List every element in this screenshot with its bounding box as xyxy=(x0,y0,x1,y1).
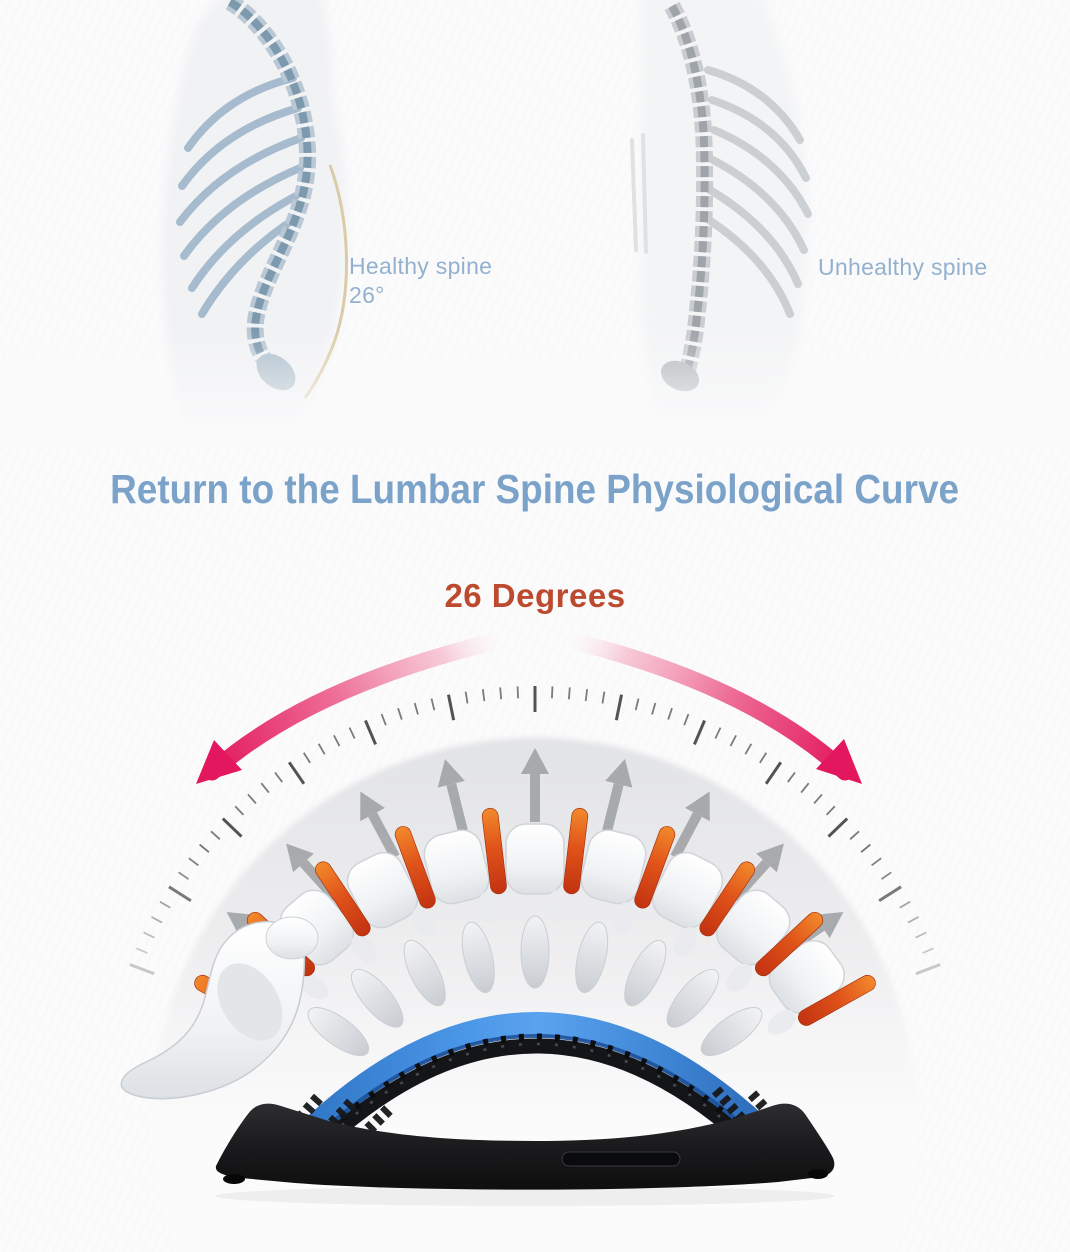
unhealthy-torso-silhouette xyxy=(640,0,809,424)
angle-scale-ticks xyxy=(129,686,941,976)
unhealthy-ribs xyxy=(702,66,812,318)
degrees-label: 26 Degrees xyxy=(444,577,626,614)
sacrum-illustration xyxy=(120,916,319,1100)
sweep-arrows xyxy=(196,630,862,784)
device-shadow xyxy=(215,1186,835,1206)
healthy-spine-angle: 26° xyxy=(349,282,385,308)
sweep-arrowhead-right xyxy=(816,739,862,784)
healthy-spine-label: Healthy spine 26° xyxy=(349,252,492,310)
device-arch xyxy=(289,1012,791,1159)
device-foot-left xyxy=(223,1174,245,1184)
sweep-arrow-left xyxy=(203,630,514,781)
stretcher-device-illustration xyxy=(215,1012,835,1206)
headline-text: Return to the Lumbar Spine Physiological… xyxy=(110,466,960,512)
device-base-slot xyxy=(561,1151,681,1167)
device-massage-nodes xyxy=(299,1033,781,1166)
healthy-spine-label-text: Healthy spine xyxy=(349,253,493,279)
sweep-arrowhead-left xyxy=(196,740,242,784)
device-foot-right xyxy=(808,1169,828,1179)
device-base xyxy=(215,1103,835,1190)
sweep-arrow-right xyxy=(556,630,854,781)
healthy-ribs xyxy=(176,74,305,318)
device-node-track xyxy=(296,1038,784,1178)
headline: Return to the Lumbar Spine Physiological… xyxy=(0,466,1070,513)
unhealthy-torso-illustration xyxy=(630,0,812,424)
unhealthy-spine-label-text: Unhealthy spine xyxy=(818,254,988,280)
figure-fade xyxy=(0,330,1070,445)
unhealthy-arm-lines xyxy=(630,133,648,254)
unhealthy-spine-label: Unhealthy spine xyxy=(818,253,987,282)
